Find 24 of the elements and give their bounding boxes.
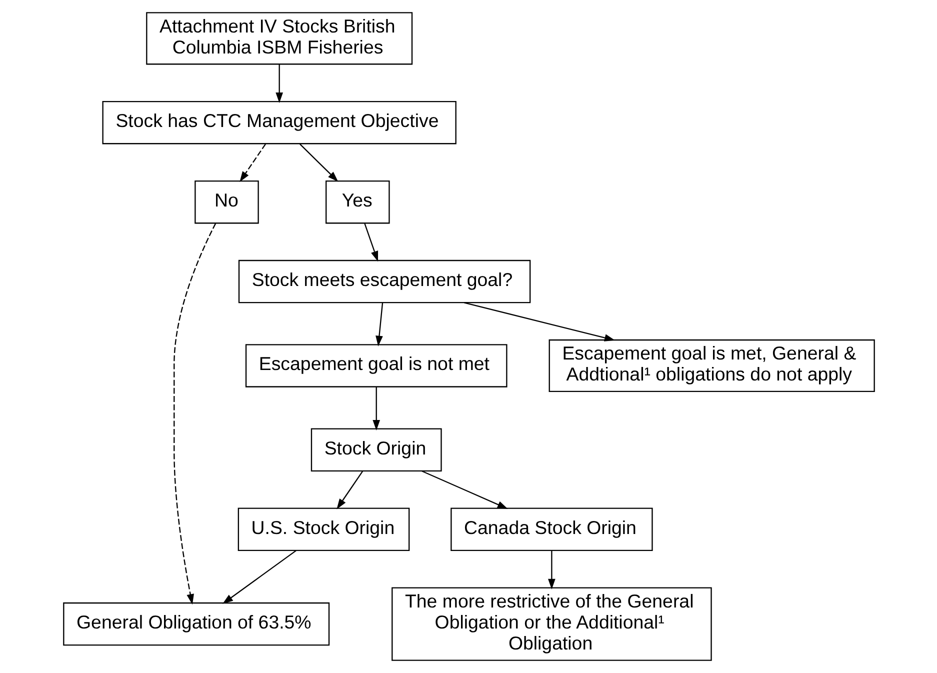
- arrow: [364, 223, 378, 262]
- arrow: [464, 302, 615, 342]
- node-box: U.S. Stock Origin: [237, 508, 410, 551]
- arrow: [336, 471, 363, 510]
- node-box: Escapement goal is met, General & Addtional¹ obligations do not apply: [548, 339, 874, 392]
- node-box: The more restrictive of the General Obligation or the Additional¹ Obligation: [391, 587, 712, 661]
- node-box: Escapement goal is not met: [244, 344, 507, 388]
- arrow: [173, 223, 216, 605]
- arrow: [299, 144, 338, 182]
- node-box: Yes: [325, 180, 390, 224]
- node-box: Attachment IV Stocks British Columbia ISBM Fisheries: [146, 12, 412, 65]
- arrow: [222, 550, 296, 604]
- arrow: [275, 64, 283, 104]
- node-box: Canada Stock Origin: [450, 508, 652, 551]
- node-box: No: [194, 180, 258, 224]
- node-box: General Obligation of 63.5%: [62, 602, 330, 646]
- arrow: [239, 144, 266, 182]
- arrow: [375, 302, 383, 346]
- arrow: [421, 470, 508, 509]
- node-box: Stock meets escapement goal?: [238, 260, 530, 304]
- arrow: [372, 387, 380, 430]
- node-box: Stock has CTC Management Objective: [102, 100, 456, 144]
- arrow: [548, 550, 555, 590]
- node-box: Stock Origin: [310, 428, 442, 472]
